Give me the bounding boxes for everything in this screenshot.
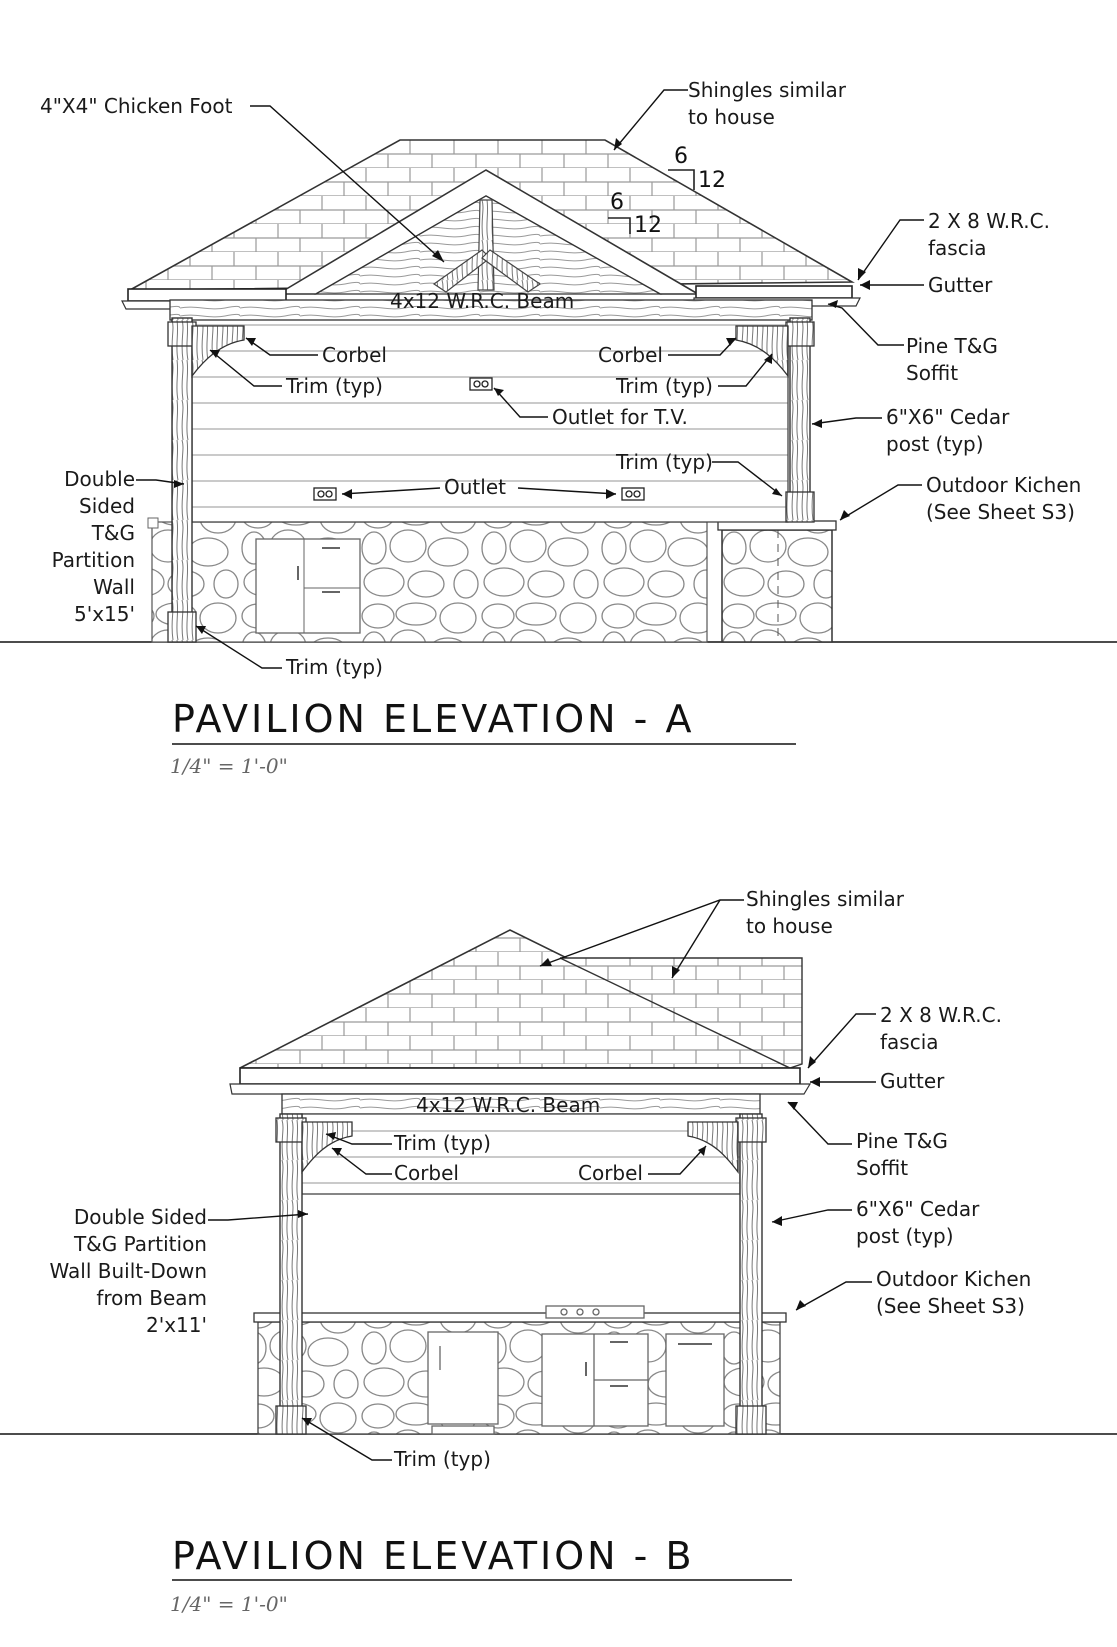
- label-outlet: Outlet: [444, 475, 506, 499]
- label-gutter-b: Gutter: [880, 1069, 945, 1093]
- label-trim-a-bottom: Trim (typ): [286, 655, 383, 679]
- label-trim-b-bottom: Trim (typ): [394, 1447, 491, 1471]
- label-trim-a-left: Trim (typ): [286, 374, 383, 398]
- label-corbel-a-left: Corbel: [322, 343, 387, 367]
- label-partition-a: Double Sided T&G Partition Wall 5'x15': [51, 467, 135, 626]
- pitch-outer-rise: 6: [674, 144, 688, 169]
- pitch-inner-rise: 6: [610, 190, 624, 215]
- label-corbel-a-right: Corbel: [598, 343, 663, 367]
- label-outlet-tv: Outlet for T.V.: [552, 405, 688, 429]
- label-trim-a-right: Trim (typ): [616, 374, 713, 398]
- label-kitchen-a: Outdoor Kichen (See Sheet S3): [926, 473, 1082, 524]
- label-trim-b-top: Trim (typ): [394, 1131, 491, 1155]
- label-beam-a: 4x12 W.R.C. Beam: [390, 289, 575, 313]
- label-gutter-a: Gutter: [928, 273, 993, 297]
- label-soffit-b: Pine T&G Soffit: [856, 1129, 948, 1180]
- scale-elevation-a: 1/4" = 1'-0": [170, 754, 288, 778]
- scale-elevation-b: 1/4" = 1'-0": [170, 1592, 288, 1616]
- elevation-b-drawing: [0, 899, 1117, 1581]
- label-kitchen-b: Outdoor Kichen (See Sheet S3): [876, 1267, 1032, 1318]
- label-fascia-a: 2 X 8 W.R.C. fascia: [928, 209, 1050, 260]
- label-trim-a-mid-right: Trim (typ): [616, 450, 713, 474]
- label-beam-b: 4x12 W.R.C. Beam: [416, 1093, 601, 1117]
- pitch-inner-run: 12: [634, 213, 662, 238]
- label-partition-b: Double Sided T&G Partition Wall Built-Do…: [49, 1205, 207, 1337]
- label-corbel-b-left: Corbel: [394, 1161, 459, 1185]
- label-post-a: 6"X6" Cedar post (typ): [886, 405, 1010, 456]
- elevation-a-drawing: [0, 89, 1117, 745]
- label-soffit-a: Pine T&G Soffit: [906, 334, 998, 385]
- label-post-b: 6"X6" Cedar post (typ): [856, 1197, 980, 1248]
- label-shingles-b: Shingles similar to house: [746, 887, 904, 938]
- label-chicken-foot: 4"X4" Chicken Foot: [40, 94, 233, 118]
- label-shingles-a: Shingles similar to house: [688, 78, 846, 129]
- pitch-outer-run: 12: [698, 168, 726, 193]
- label-fascia-b: 2 X 8 W.R.C. fascia: [880, 1003, 1002, 1054]
- title-elevation-b: PAVILION ELEVATION - B: [172, 1534, 695, 1578]
- label-corbel-b-right: Corbel: [578, 1161, 643, 1185]
- title-elevation-a: PAVILION ELEVATION - A: [172, 697, 695, 741]
